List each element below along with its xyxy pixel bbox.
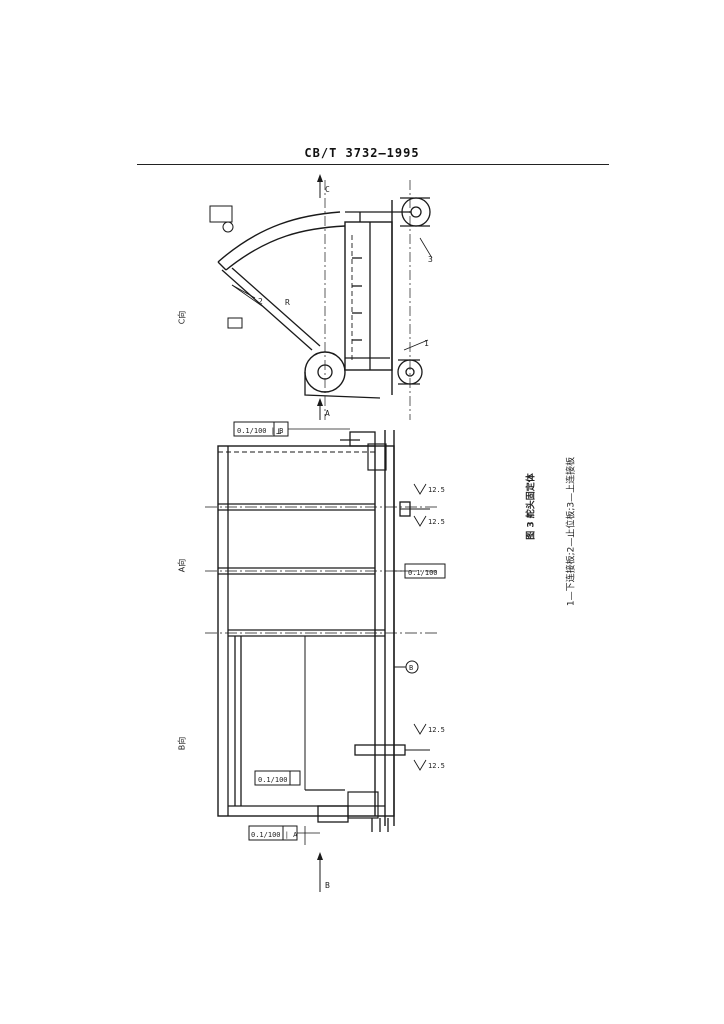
- top-view-drawing: [209, 174, 433, 420]
- long-view-drawing: [205, 421, 446, 892]
- figure-legend: 1—下连接板;2—止位板;3—上连接板: [566, 456, 577, 607]
- perpendicularity-symbol: ⊥: [276, 427, 282, 437]
- callout-part-2: 2: [258, 297, 263, 306]
- tolerance-frame-4: 0.1/100: [258, 776, 288, 784]
- view-label-b: B向: [177, 736, 187, 751]
- view-label-c: C向: [177, 310, 187, 325]
- tolerance-frame-3: 0.1/100 | A: [251, 831, 298, 839]
- tolerance-frame-1: 0.1/100 | B: [237, 427, 283, 435]
- standard-number: CB/T 3732—1995: [304, 146, 420, 160]
- roughness-value-1: 12.5: [428, 486, 445, 494]
- tolerance-frame-2: 0.1/100: [408, 569, 438, 577]
- callout-part-3: 3: [428, 255, 433, 264]
- view-label-a: A向: [177, 558, 187, 573]
- callout-section-a: A: [325, 409, 330, 418]
- callout-section-c: C: [325, 185, 330, 194]
- figure-title: 图 3 舵头固定体: [526, 473, 537, 540]
- callout-dim-r: R: [285, 298, 290, 307]
- datum-b-label: B: [409, 664, 413, 672]
- roughness-value-3: 12.5: [428, 726, 445, 734]
- roughness-value-2: 12.5: [428, 518, 445, 526]
- roughness-value-4: 12.5: [428, 762, 445, 770]
- callout-section-b: B: [325, 881, 330, 890]
- callout-part-1: 1: [424, 339, 429, 348]
- header-divider: [137, 164, 609, 165]
